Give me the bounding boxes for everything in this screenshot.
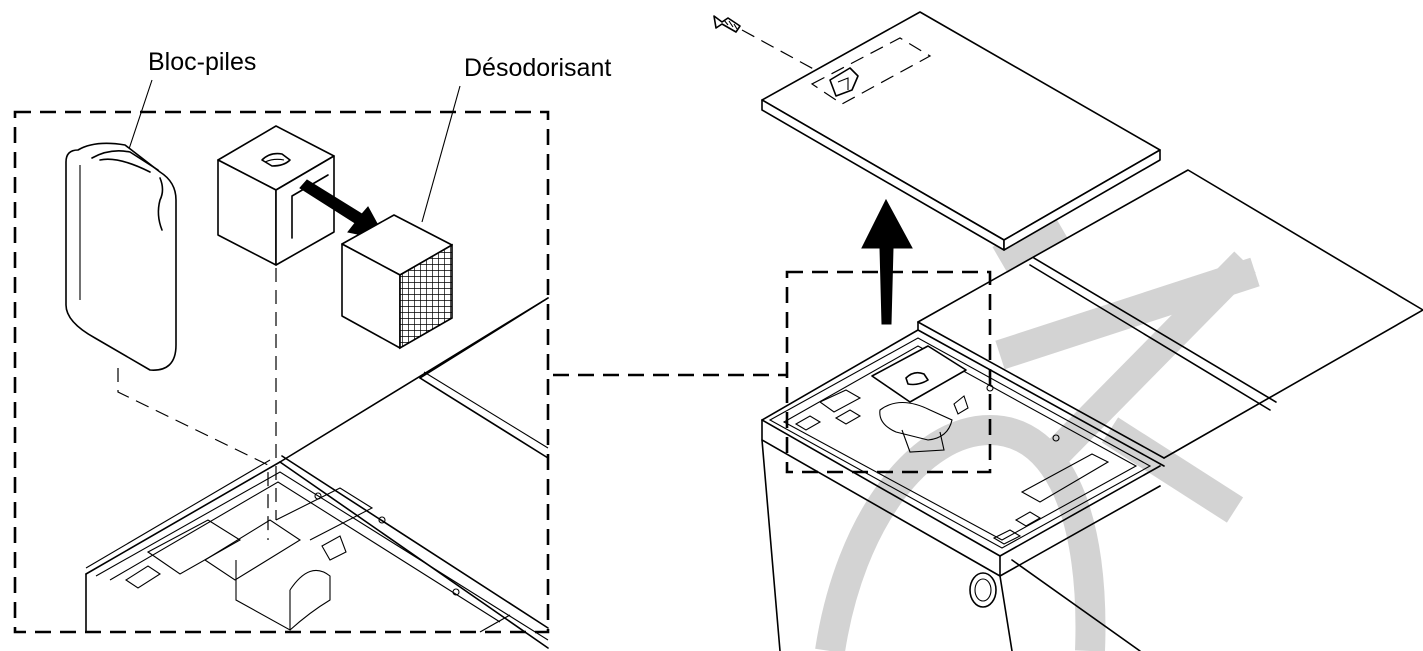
- deodorizer-box: [217, 125, 335, 266]
- screw: [713, 15, 741, 33]
- detail-area-frame: [785, 270, 992, 474]
- battery-pack-leader: [127, 79, 153, 153]
- main-view: [713, 11, 1423, 651]
- deodorizer-leader: [421, 85, 461, 223]
- detail-view: Bloc-piles Désodorisant: [13, 48, 611, 649]
- device-top-detail: [85, 297, 549, 649]
- device-body: [761, 169, 1423, 651]
- watermark-letter-f-stroke-3: [992, 212, 1068, 273]
- watermark-letter-f-stroke-2: [1101, 417, 1244, 523]
- deodorizer-cartridge: [341, 214, 453, 350]
- off-watermark: [815, 212, 1260, 651]
- top-lid: [761, 11, 1161, 251]
- screw-guide-line: [741, 29, 831, 79]
- deodorizer-label: Désodorisant: [464, 54, 611, 82]
- battery-pack-label: Bloc-piles: [148, 48, 256, 76]
- insert-arrow: [299, 179, 387, 241]
- battery-pack: [65, 142, 177, 371]
- lift-arrow: [861, 198, 913, 325]
- watermark-letter-f-stroke-1: [1029, 251, 1256, 481]
- battery-guide-line: [117, 368, 269, 540]
